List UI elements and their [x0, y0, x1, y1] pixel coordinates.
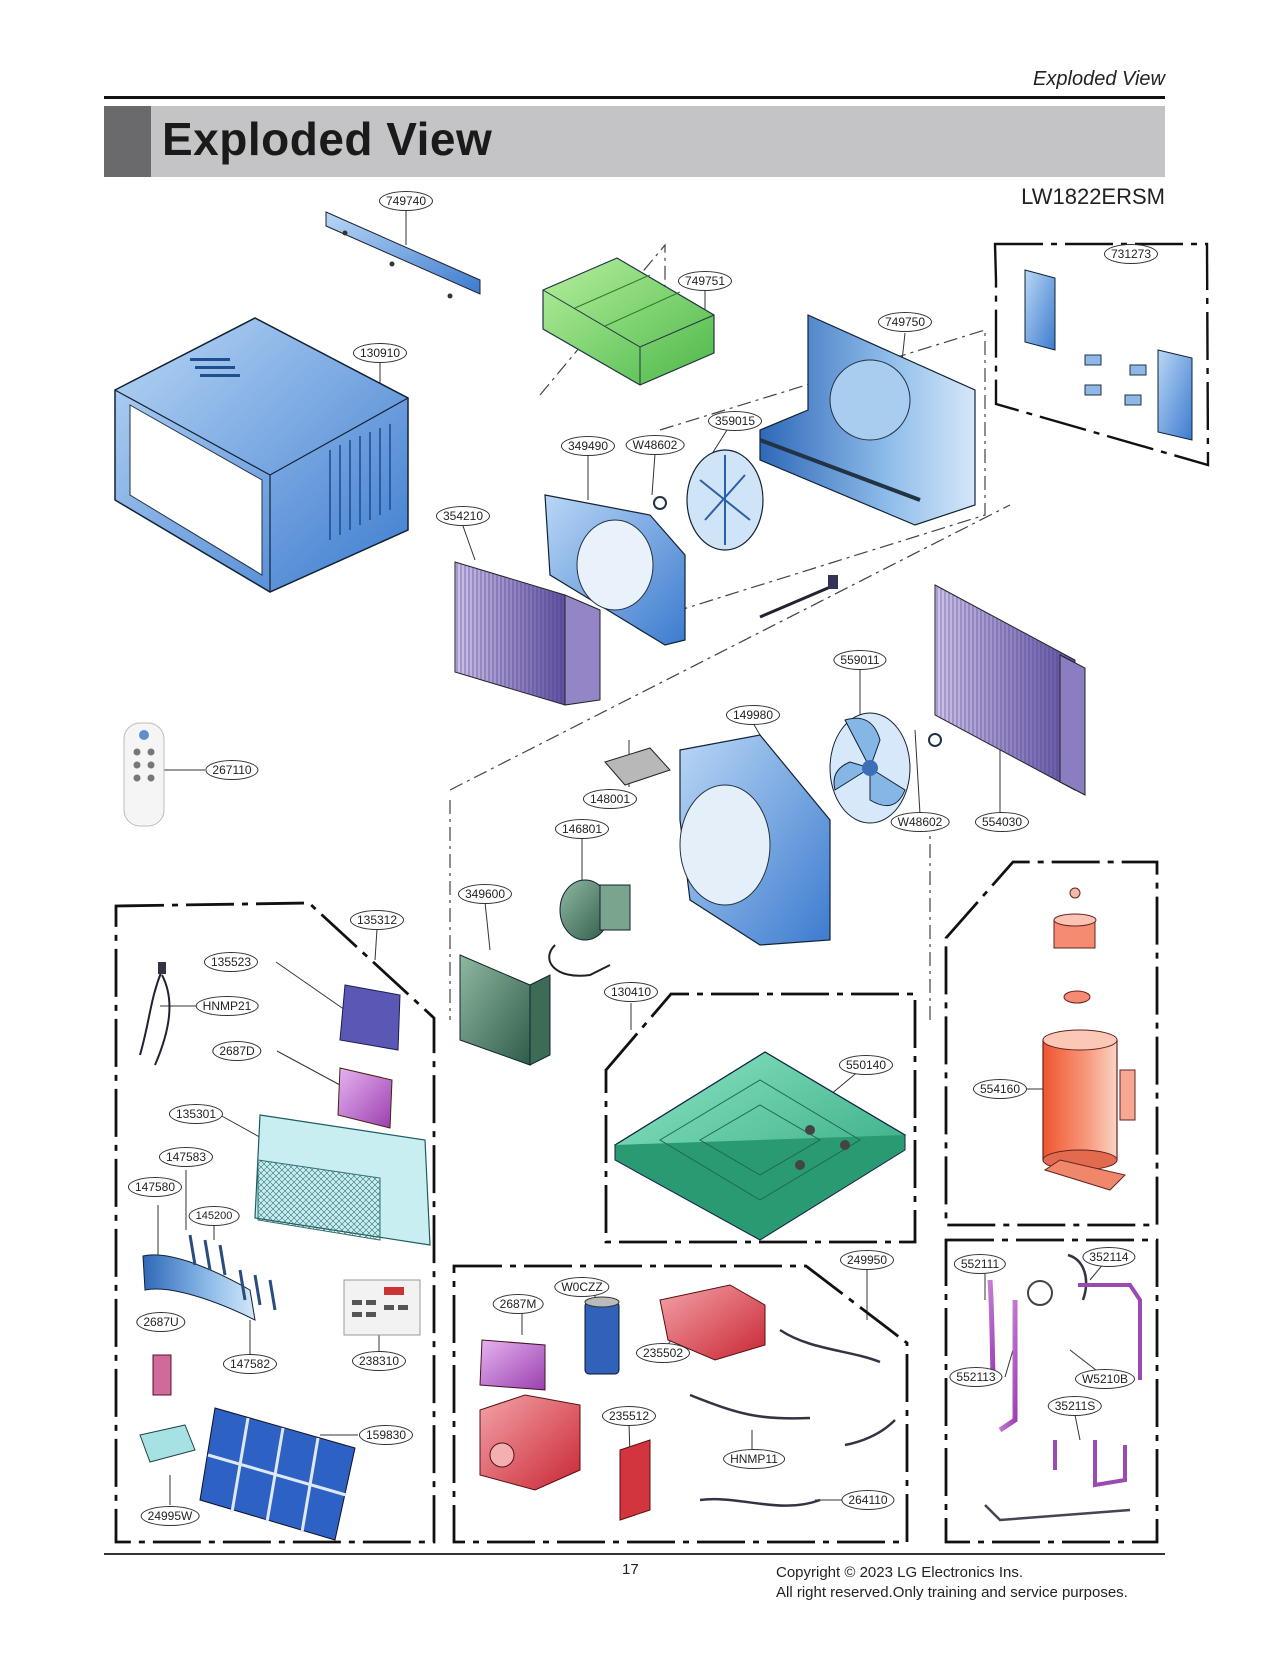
part-W48602-clip [653, 496, 667, 510]
part-2687M-pcb [479, 1339, 546, 1391]
part-147580-louver [142, 1254, 256, 1321]
callout-749751: 749751 [677, 271, 733, 291]
part-749740-bracket [325, 211, 481, 299]
callout-149980: 149980 [725, 705, 781, 725]
callout-145200: 145200 [188, 1206, 240, 1226]
part-148001-bracket [604, 747, 671, 786]
copyright: Copyright © 2023 LG Electronics Ins. All… [776, 1563, 1128, 1603]
callout-559011: 559011 [833, 650, 887, 670]
callout-135301: 135301 [168, 1104, 224, 1124]
callout-135312: 135312 [349, 910, 405, 930]
part-145200-vanes [188, 1234, 277, 1311]
callout-554030: 554030 [974, 812, 1030, 832]
callout-554160: 554160 [972, 1079, 1028, 1099]
callout-550140: 550140 [838, 1055, 894, 1075]
callout-235512: 235512 [601, 1406, 657, 1426]
part-135523-display-pcb [339, 984, 401, 1051]
callout-2687U: 2687U [136, 1312, 186, 1332]
callout-HNMP21: HNMP21 [195, 996, 259, 1016]
callout-749750: 749750 [877, 312, 933, 332]
callout-238310: 238310 [351, 1351, 407, 1371]
callout-352114: 352114 [1082, 1247, 1136, 1267]
callout-35211S: 35211S [1047, 1396, 1103, 1416]
group-frames [114, 242, 1210, 1544]
part-24995W-bracket [139, 1424, 196, 1463]
callout-W48602-a: W48602 [625, 435, 685, 455]
callout-349490: 349490 [560, 436, 616, 456]
callout-267110: 267110 [205, 760, 259, 780]
callout-147583: 147583 [158, 1147, 214, 1167]
callout-147582: 147582 [222, 1354, 278, 1374]
callout-HNMP11: HNMP11 [723, 1449, 785, 1469]
copyright-line-2: All right reserved.Only training and ser… [776, 1584, 1128, 1601]
part-354210-evaporator [454, 561, 601, 706]
part-238310-control-panel [343, 1279, 421, 1336]
callout-159830: 159830 [358, 1425, 414, 1445]
callout-147580: 147580 [127, 1177, 183, 1197]
callout-W48602-b: W48602 [890, 812, 950, 832]
footer-rule [104, 1553, 1165, 1555]
part-W48602-clip-2 [928, 733, 942, 747]
callout-552113: 552113 [949, 1367, 1003, 1387]
callout-731273: 731273 [1103, 244, 1159, 264]
part-HNMP21-harness [139, 962, 171, 1066]
page-number: 17 [622, 1561, 639, 1578]
callout-24995W: 24995W [140, 1506, 200, 1526]
part-554030-condenser [934, 584, 1086, 796]
callout-W5210B: W5210B [1074, 1369, 1136, 1389]
callout-235502: 235502 [635, 1343, 691, 1363]
title-band: Exploded View [104, 106, 1165, 177]
title-tab [104, 106, 151, 177]
part-554160-compressor [1042, 887, 1136, 1191]
callout-264110: 264110 [841, 1490, 895, 1510]
callout-354210: 354210 [435, 506, 491, 526]
part-146801-fan-motor [548, 879, 631, 977]
thermistor-holder [759, 575, 838, 619]
callout-2687M: 2687M [492, 1294, 544, 1314]
model-number: LW1822ERSM [1021, 184, 1165, 209]
callout-749740: 749740 [378, 191, 434, 211]
part-352114-pipes [1053, 1283, 1142, 1488]
wire-harnesses [689, 1253, 1088, 1507]
callout-130410: 130410 [603, 982, 659, 1002]
capillary-coil [1027, 1280, 1053, 1306]
part-W0CZZ-capacitor [584, 1296, 620, 1375]
part-control-box [479, 1394, 581, 1491]
part-749750-blower-housing [759, 314, 976, 526]
part-2687D-pcb [337, 1067, 393, 1129]
callout-349600: 349600 [457, 884, 513, 904]
part-749751-air-guide [542, 257, 715, 386]
header-rule [104, 96, 1165, 99]
capillary-tube [984, 1504, 1131, 1522]
part-149980-shroud [679, 734, 831, 946]
part-159830-filter [199, 1407, 356, 1541]
callout-359015: 359015 [707, 411, 763, 431]
section-label: Exploded View [1033, 68, 1165, 90]
part-559011-fan [829, 712, 911, 824]
callout-148001: 148001 [582, 789, 638, 809]
part-359015-blower-wheel [686, 449, 764, 551]
page-title: Exploded View [162, 113, 493, 165]
callout-552111: 552111 [953, 1254, 1007, 1274]
part-349600-motor-mount [459, 954, 551, 1066]
copyright-line-1: Copyright © 2023 LG Electronics Ins. [776, 1564, 1024, 1581]
part-267110-remote [123, 722, 165, 827]
part-235502-cover [659, 1284, 766, 1361]
part-135301-front-grille [254, 1114, 431, 1246]
part-235512-cover [619, 1439, 651, 1521]
part-731273-side-brackets [1024, 269, 1193, 441]
callout-146801: 146801 [554, 819, 610, 839]
part-550140-base-pan [613, 1051, 907, 1241]
callout-135523: 135523 [203, 952, 259, 972]
callout-2687D: 2687D [212, 1041, 262, 1061]
part-552111-pipes [959, 1279, 1018, 1433]
part-349490-orifice [544, 494, 686, 646]
callout-249950: 249950 [839, 1250, 895, 1270]
part-2687U-pcb [152, 1354, 172, 1396]
callout-W0CZZ: W0CZZ [554, 1277, 610, 1297]
part-130910-cabinet [114, 317, 409, 593]
callout-130910: 130910 [352, 343, 408, 363]
